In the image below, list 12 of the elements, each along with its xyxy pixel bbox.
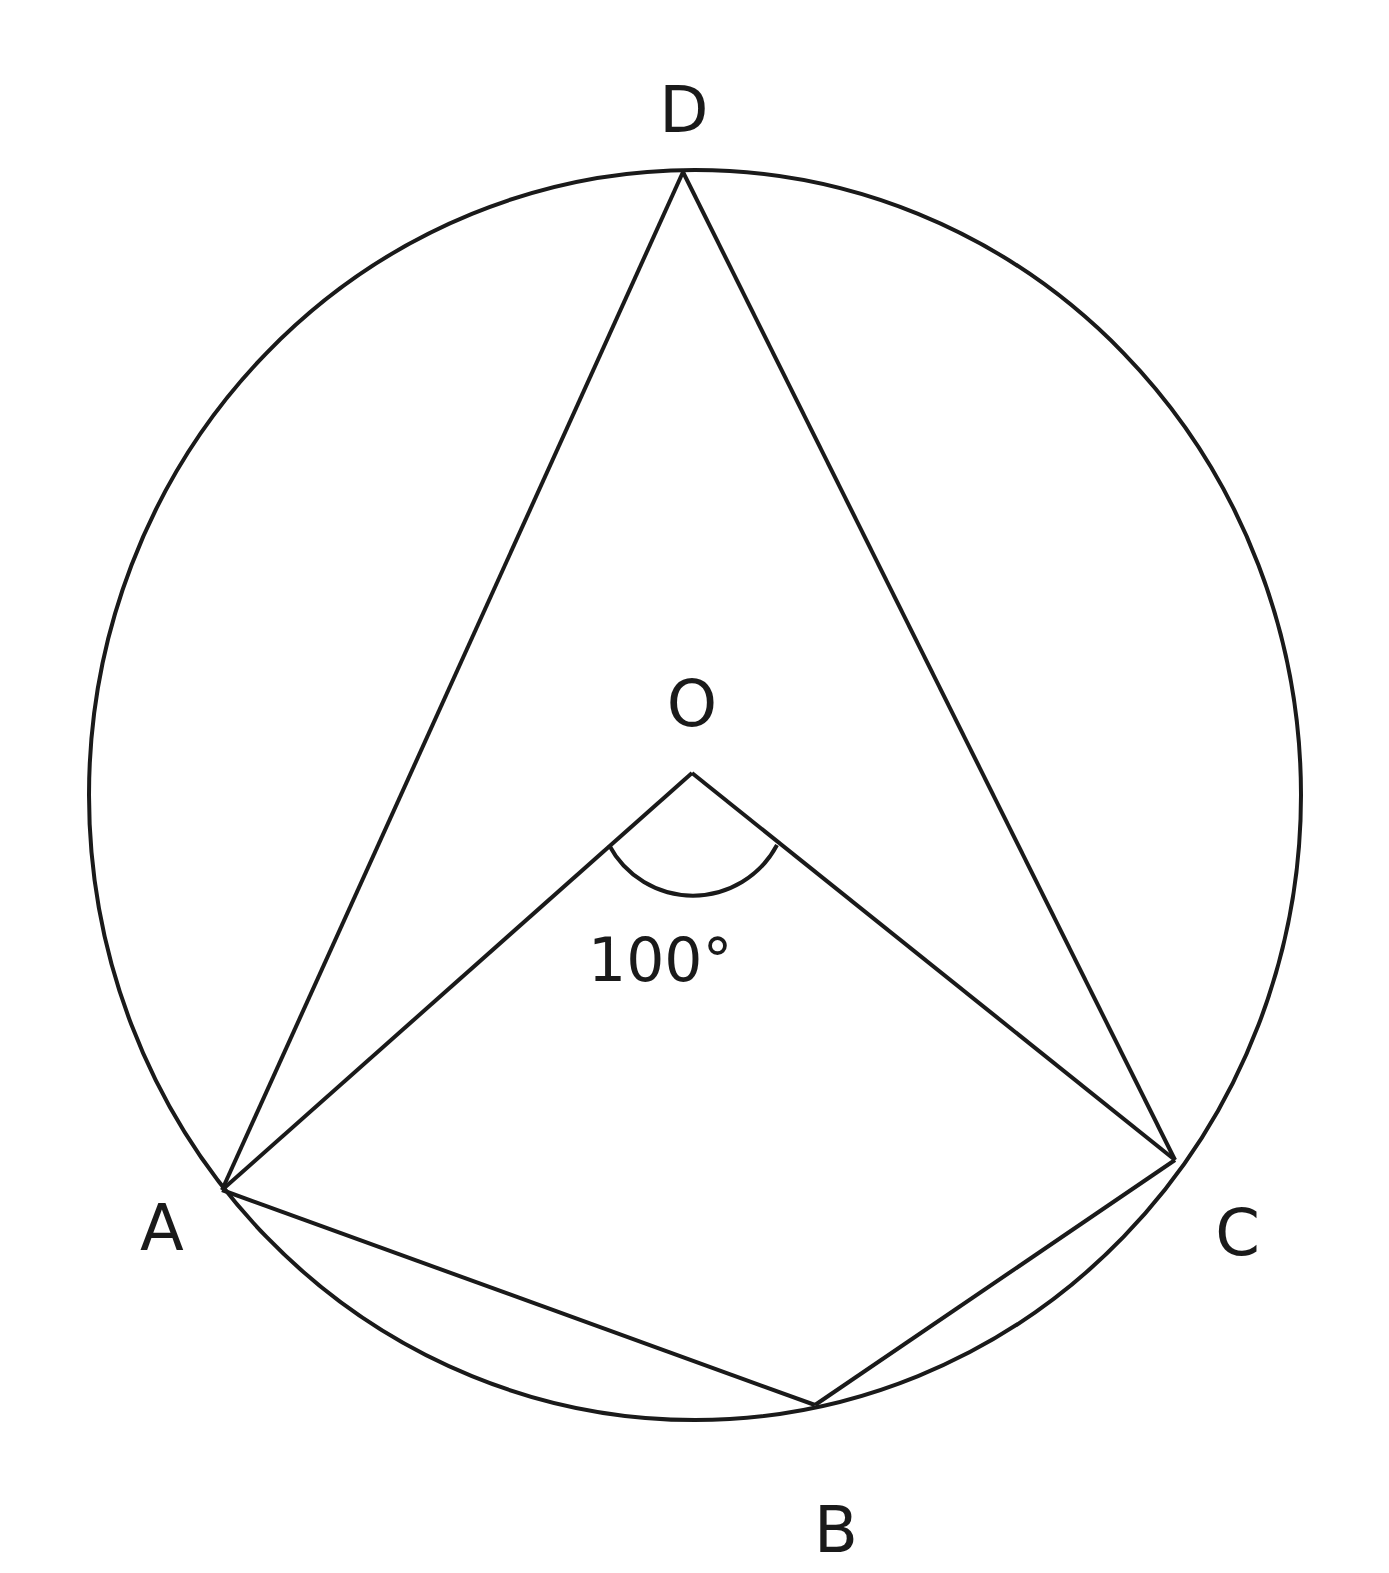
line-segment: [221, 1188, 816, 1407]
line-segment: [220, 771, 694, 1192]
point-label: C: [1175, 1160, 1260, 1265]
point-label: D: [650, 78, 718, 172]
point-label: O: [656, 672, 728, 773]
line-segment: [690, 771, 1177, 1162]
point-label: B: [800, 1405, 872, 1562]
line-segment: [681, 171, 1177, 1161]
line-segment: [813, 1158, 1177, 1407]
line-segment: [220, 171, 685, 1191]
angle-label: 100°: [588, 930, 733, 990]
point-label: A: [140, 1190, 222, 1260]
